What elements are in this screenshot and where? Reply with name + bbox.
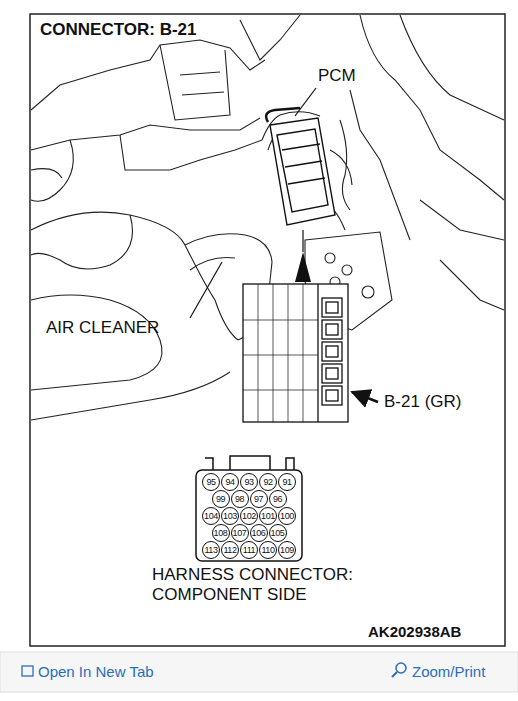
pin-circle: 96 (269, 490, 287, 508)
pin-number: 93 (244, 478, 253, 487)
label: Open In New Tab (38, 663, 154, 680)
pin-circle: 99 (212, 490, 230, 508)
pin-number: 107 (233, 529, 247, 538)
pin-number: 103 (223, 512, 237, 521)
pcm-unit (266, 108, 335, 225)
pin-number: 98 (235, 495, 244, 504)
pin-circle: 111 (240, 541, 258, 559)
pin-circle: 92 (259, 473, 277, 491)
frame (30, 14, 505, 646)
pin-circle: 104 (202, 507, 220, 525)
pin-circle: 106 (250, 524, 268, 542)
pin-number: 95 (206, 478, 215, 487)
label: PCM (318, 66, 356, 86)
pin-circle: 94 (221, 473, 239, 491)
pin-circle: 108 (212, 524, 230, 542)
connector-body (243, 284, 348, 422)
pin-number: 102 (242, 512, 256, 521)
pin-number: 99 (216, 495, 225, 504)
tab-icon (22, 666, 33, 676)
pin-circle: 113 (202, 541, 220, 559)
pin-number: 91 (282, 478, 291, 487)
pin-number: 105 (271, 529, 285, 538)
pin-circle: 109 (278, 541, 296, 559)
pin-number: 101 (261, 512, 275, 521)
pin-number: 113 (204, 546, 217, 555)
pin-circle: 95 (202, 473, 220, 491)
pin-number: 96 (273, 495, 282, 504)
pointer-arrow (295, 252, 311, 282)
pin-number: 97 (254, 495, 263, 504)
pointer-arrow (352, 392, 378, 402)
pin-circle: 107 (231, 524, 249, 542)
pin-circle: 100 (278, 507, 296, 525)
pin-circle: 98 (231, 490, 249, 508)
pin-circle: 112 (221, 541, 239, 559)
pin-circle: 102 (240, 507, 258, 525)
label: Zoom/Print (412, 663, 485, 680)
footer-bar (0, 652, 518, 692)
pin-number: 104 (204, 512, 218, 521)
pin-number: 109 (280, 546, 294, 555)
harness-connector-outline (196, 456, 302, 561)
pin-circle: 103 (221, 507, 239, 525)
pin-circle: 110 (259, 541, 277, 559)
pin-number: 100 (280, 512, 294, 521)
pin-number: 106 (252, 529, 266, 538)
pin-number: 94 (225, 478, 234, 487)
pin-circle: 97 (250, 490, 268, 508)
label: AK202938AB (368, 623, 461, 640)
leader-line (295, 88, 316, 116)
pin-circle: 93 (240, 473, 258, 491)
title: CONNECTOR: B-21 (40, 20, 196, 40)
label: B-21 (GR) (384, 392, 461, 412)
pin-number: 108 (214, 529, 228, 538)
pin-circle: 105 (269, 524, 287, 542)
pin-number: 110 (261, 546, 274, 555)
pin-circle: 101 (259, 507, 277, 525)
pin-circle: 91 (278, 473, 296, 491)
pin-number: 92 (263, 478, 272, 487)
zoom-icon (396, 663, 406, 673)
pin-number: 111 (243, 546, 255, 555)
label: HARNESS CONNECTOR: COMPONENT SIDE (152, 565, 367, 604)
pin-number: 112 (223, 546, 236, 555)
leader-line (190, 262, 222, 318)
label: AIR CLEANER (46, 318, 159, 338)
